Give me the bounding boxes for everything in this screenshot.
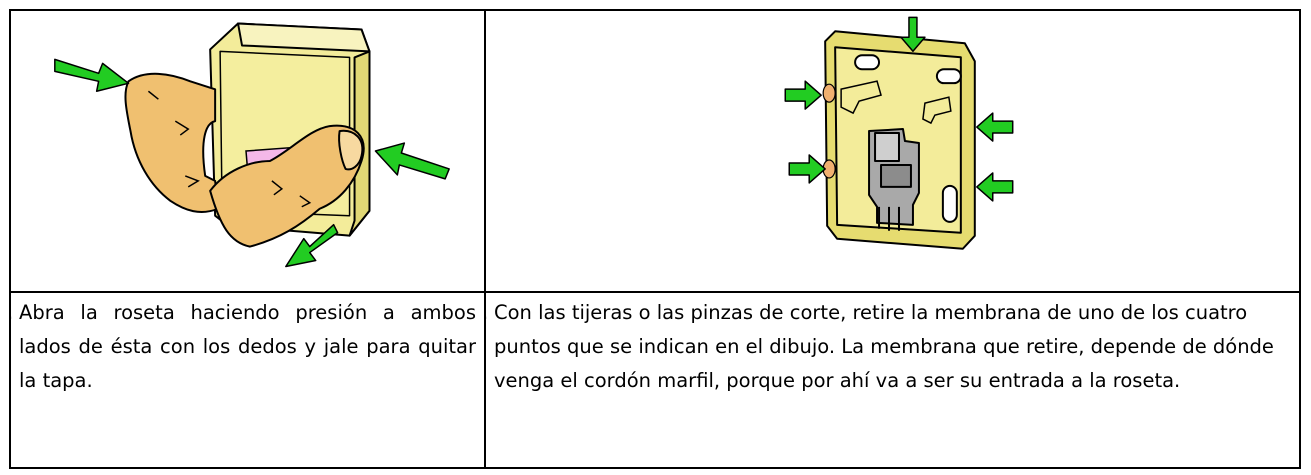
arrow-down-icon	[285, 223, 339, 268]
step-1-image-cell	[9, 9, 486, 293]
arrow-down-icon	[900, 16, 926, 52]
arrows	[784, 16, 1014, 202]
hand-opening-rosette-illustration	[54, 22, 450, 268]
instruction-table: . Abra la roseta haciendo presión a ambo…	[7, 9, 1301, 469]
step-1-instruction: Abra la roseta haciendo presión a ambos …	[19, 301, 476, 392]
arrows	[54, 58, 450, 268]
membrane-points	[822, 83, 836, 179]
mounting-slots	[854, 54, 962, 223]
hand	[124, 72, 365, 248]
step-2-image-cell	[484, 9, 1301, 293]
arrow-left-icon	[976, 112, 1014, 142]
step-2-instruction: Con las tijeras o las pinzas de corte, r…	[494, 301, 1274, 392]
step-1-text-cell: . Abra la roseta haciendo presión a ambo…	[7, 291, 486, 469]
clips	[840, 80, 952, 125]
step-2-text-block: . Con las tijeras o las pinzas de corte,…	[482, 293, 1299, 398]
connector	[868, 128, 920, 231]
arrow-left-icon	[976, 172, 1014, 202]
step-2-marker: .	[482, 301, 489, 324]
arrow-right-icon	[784, 80, 822, 110]
hand-creases	[147, 90, 312, 208]
arrow-right-icon	[374, 142, 450, 180]
arrow-right-icon	[788, 154, 826, 184]
step-2-text-cell: . Con las tijeras o las pinzas de corte,…	[482, 291, 1301, 469]
rosette-base-illustration	[784, 16, 1014, 250]
step-1-text-block: . Abra la roseta haciendo presión a ambo…	[7, 293, 484, 398]
step-1-marker: .	[7, 301, 14, 324]
arrow-left-icon	[54, 58, 130, 92]
